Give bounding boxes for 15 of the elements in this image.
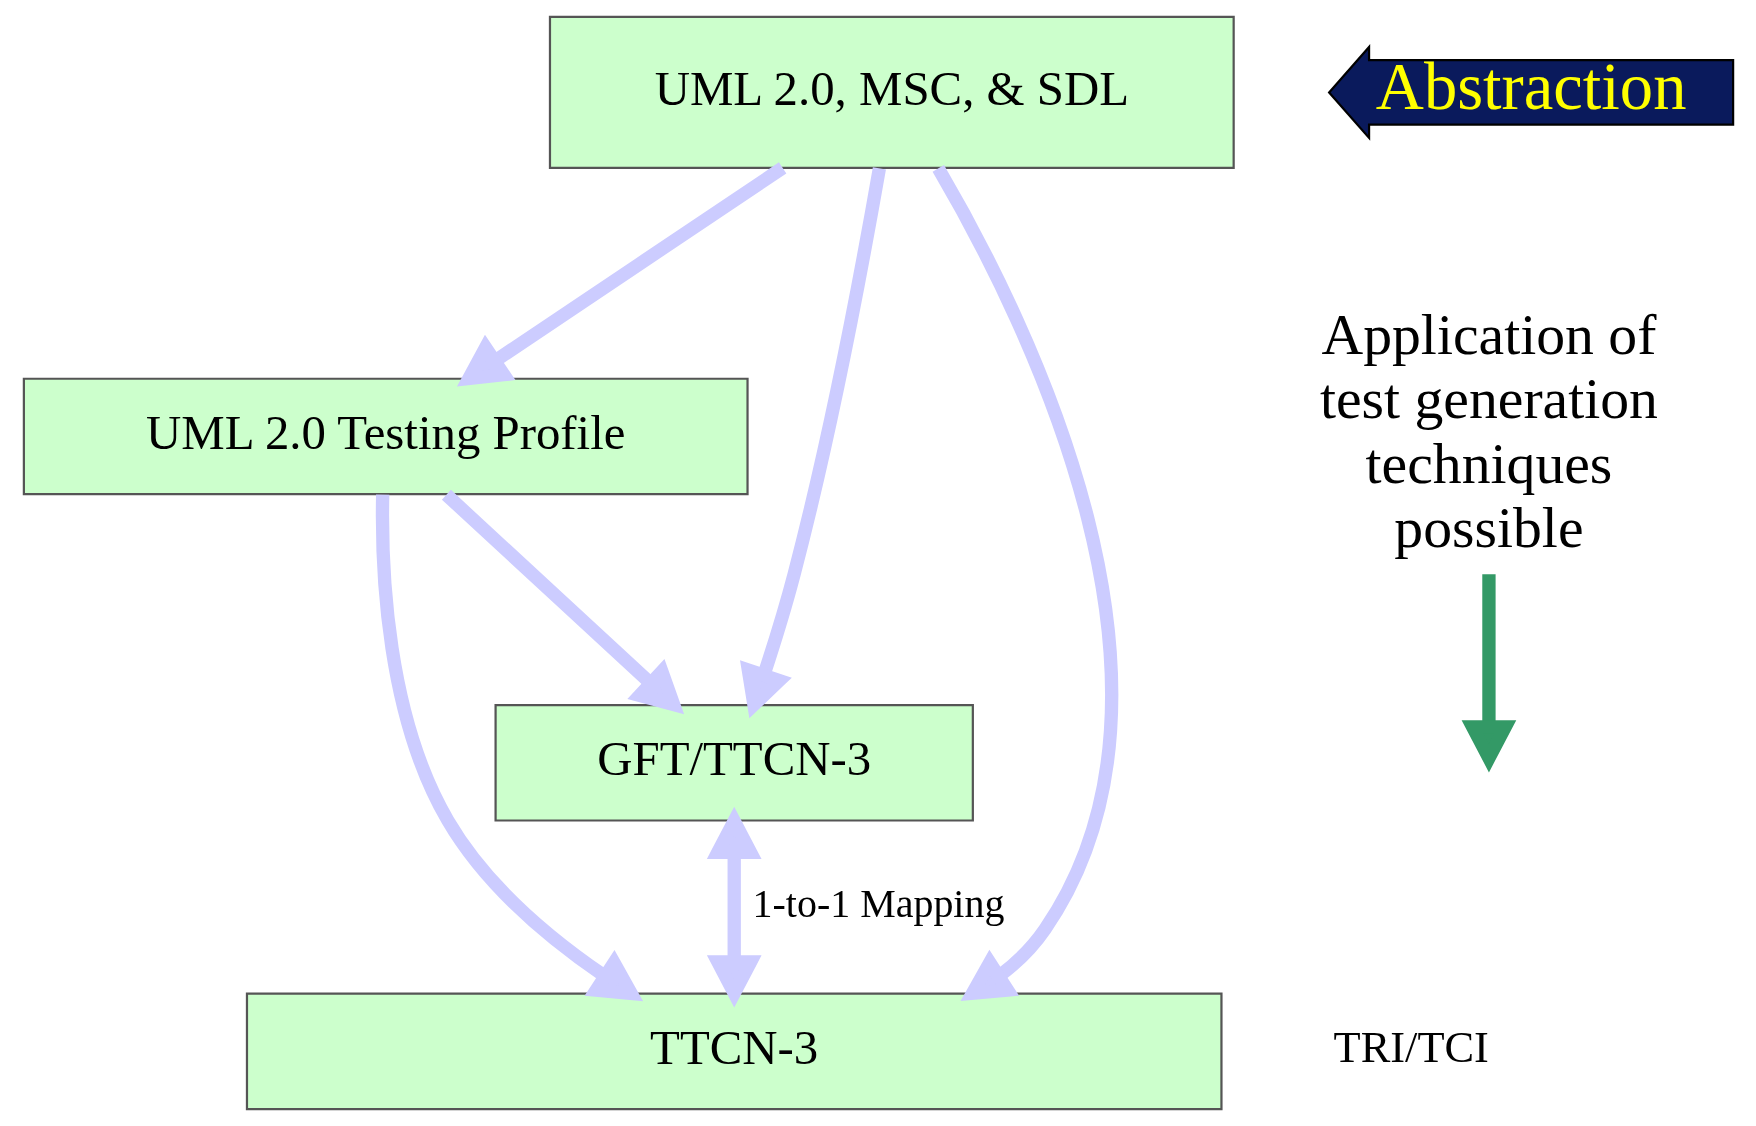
- arrow: [375, 494, 643, 1002]
- label: TRI/TCI: [1333, 1022, 1489, 1073]
- arrow: [739, 167, 886, 719]
- arrow: [441, 489, 684, 715]
- arrow: [706, 806, 762, 1008]
- node-text: Application of test generation techniques possible: [1319, 302, 1658, 560]
- node-box: TTCN-3: [245, 992, 1223, 1111]
- node-box: GFT/TTCN-3: [493, 703, 974, 822]
- node-box: UML 2.0, MSC, & SDL: [548, 15, 1235, 169]
- arrow: [456, 162, 786, 387]
- arrow: [932, 165, 1117, 1002]
- node-box: UML 2.0 Testing Profile: [22, 377, 749, 496]
- arrow: [1461, 574, 1516, 773]
- label: Abstraction: [1375, 50, 1686, 124]
- edge-label: 1-to-1 Mapping: [752, 880, 1004, 926]
